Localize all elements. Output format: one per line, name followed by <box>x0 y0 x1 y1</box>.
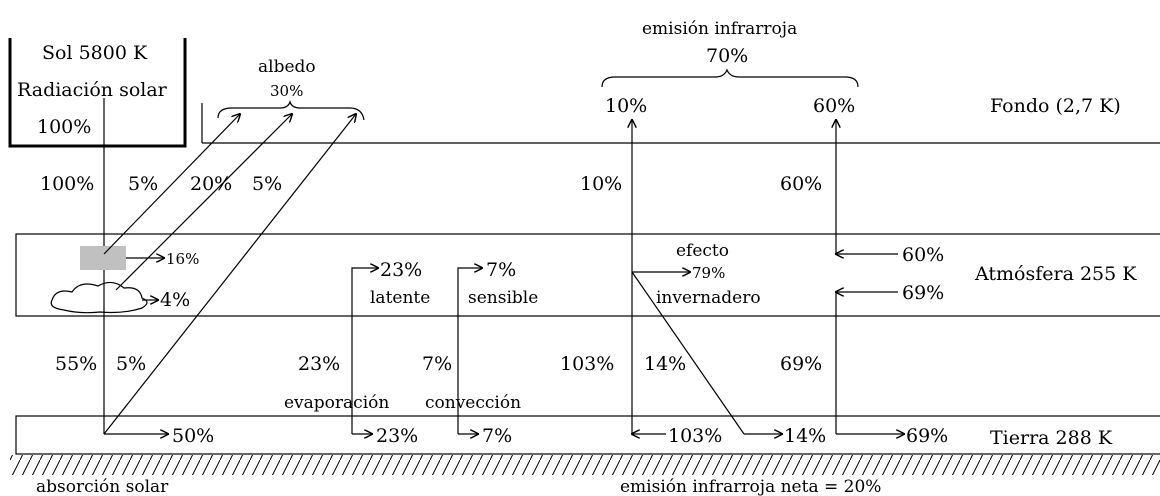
reflect-percent-2: 20% <box>190 173 232 195</box>
to-surface-percent: 55% <box>55 353 97 375</box>
sensible-label: sensible <box>468 288 538 308</box>
footer-net-ir-emission: emisión infrarroja neta = 20% <box>620 477 881 496</box>
back-14-bottom-percent: 14% <box>784 425 826 447</box>
earth-layer <box>15 415 1160 455</box>
cloud-gray-cell <box>80 246 126 270</box>
footer-solar-absorption: absorción solar <box>36 477 169 496</box>
evaporation-label: evaporación <box>284 393 389 413</box>
sun-title: Sol 5800 K <box>42 42 148 64</box>
greenhouse-value: 79% <box>692 264 725 282</box>
back-14-percent: 14% <box>644 353 686 375</box>
back-14-line <box>631 271 745 435</box>
latent-up-percent: 23% <box>298 353 340 375</box>
atmosphere-layer <box>15 233 1160 317</box>
greenhouse-label-1: efecto <box>676 241 729 261</box>
absorbed-cloud-percent: 4% <box>160 289 190 311</box>
reflect-arrow-atmosphere <box>103 114 240 255</box>
atmosphere-layer-label: Atmósfera 255 K <box>974 263 1137 285</box>
surface-69-percent: 69% <box>906 425 948 447</box>
down-69-percent: 69% <box>780 353 822 375</box>
ir-emission-percent: 70% <box>706 45 748 67</box>
space-layer-label: Fondo (2,7 K) <box>990 95 1121 117</box>
greenhouse-label-2: invernadero <box>656 288 761 308</box>
latent-surface-percent: 23% <box>376 425 418 447</box>
sensible-heat-arrow <box>457 268 482 434</box>
convection-label: convección <box>425 393 521 413</box>
sun-percent: 100% <box>37 116 91 138</box>
sun-radiation-label: Radiación solar <box>17 79 168 101</box>
ir-space-part-b: 60% <box>813 95 855 117</box>
albedo-percent: 30% <box>270 82 303 100</box>
sensible-value: 7% <box>486 259 516 281</box>
latent-heat-arrow <box>351 268 378 434</box>
incoming-solar-percent: 100% <box>40 173 94 195</box>
absorbed-surface-percent: 50% <box>172 425 214 447</box>
earth-layer-label: Tierra 288 K <box>990 427 1113 449</box>
ir-emission-brace <box>601 68 859 88</box>
sensible-up-percent: 7% <box>422 353 452 375</box>
reflect-arrow-surface <box>103 114 356 435</box>
latent-value: 23% <box>380 259 422 281</box>
latent-label: latente <box>370 288 430 308</box>
albedo-brace <box>217 100 365 121</box>
sensible-surface-percent: 7% <box>482 425 512 447</box>
ir-space-direct-percent: 10% <box>580 173 622 195</box>
reflect-percent-1: 5% <box>128 173 158 195</box>
reflect-arrow-cloud <box>115 114 292 291</box>
cloud-icon <box>50 281 148 314</box>
surface-ir-bottom-percent: 103% <box>668 425 722 447</box>
atm-69-percent: 69% <box>902 282 944 304</box>
ir-emission-label: emisión infrarroja <box>642 19 797 39</box>
absorbed-atm-percent: 16% <box>166 250 199 268</box>
sun-box <box>8 38 187 148</box>
ir-space-part-a: 10% <box>605 95 647 117</box>
to-surface-reflect-percent: 5% <box>116 353 146 375</box>
albedo-label: albedo <box>258 57 316 77</box>
ir-space-atm-percent: 60% <box>780 173 822 195</box>
surface-ir-percent: 103% <box>560 353 614 375</box>
ground-hatching <box>10 455 1160 475</box>
reflect-percent-3: 5% <box>252 173 282 195</box>
atm-60-percent: 60% <box>902 244 944 266</box>
